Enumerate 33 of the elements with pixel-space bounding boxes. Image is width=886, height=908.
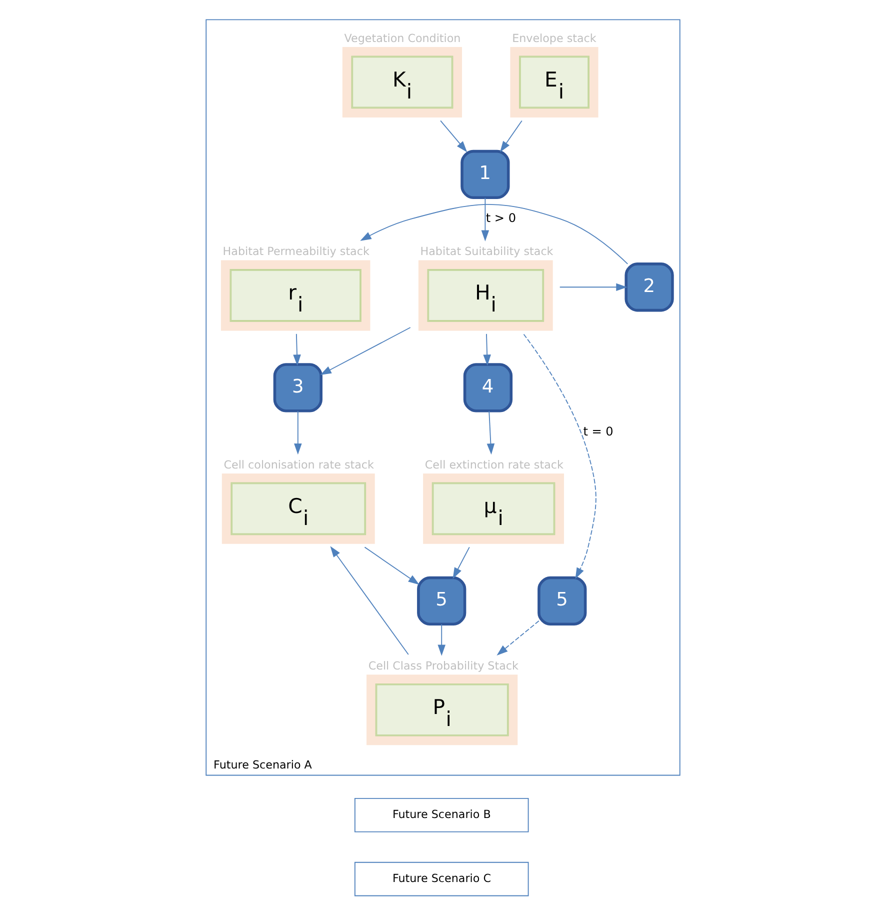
arrow [360, 204, 628, 264]
node-box: 5 [538, 576, 587, 626]
arrow [294, 410, 302, 455]
node-box: 4 [463, 363, 513, 412]
node-box: 5 [417, 576, 466, 626]
arrow [500, 120, 522, 152]
arrow [486, 410, 495, 455]
arrow [481, 197, 490, 242]
node-box: Future Scenario C [354, 862, 529, 896]
node-box: 3 [273, 363, 322, 412]
node-box: Future Scenario B [354, 798, 529, 832]
arrow [293, 333, 301, 366]
arrow [330, 546, 409, 655]
node-label: Cell extinction rate stack [424, 458, 564, 472]
node-label: Habitat Suitability stack [420, 245, 554, 258]
arrow [496, 620, 540, 656]
arrow [438, 624, 446, 656]
node-box: 2 [624, 262, 674, 312]
node-label: Cell colonisation rate stack [224, 458, 374, 472]
edge-label: t = 0 [583, 424, 614, 438]
arrow [483, 333, 491, 366]
node-label: Envelope stack [512, 32, 596, 45]
node-label: Vegetation Condition [344, 32, 461, 45]
arrow [440, 120, 468, 152]
node-label: Habitat Permeabiltiy stack [222, 245, 370, 258]
node-label: Cell Class Probability Stack [368, 660, 518, 673]
arrow [559, 283, 628, 292]
arrow [452, 546, 470, 579]
arrow [320, 327, 411, 376]
node-box: 1 [460, 150, 510, 200]
arrow [364, 546, 420, 585]
arrow [523, 334, 596, 579]
edge-label: t > 0 [486, 211, 516, 226]
